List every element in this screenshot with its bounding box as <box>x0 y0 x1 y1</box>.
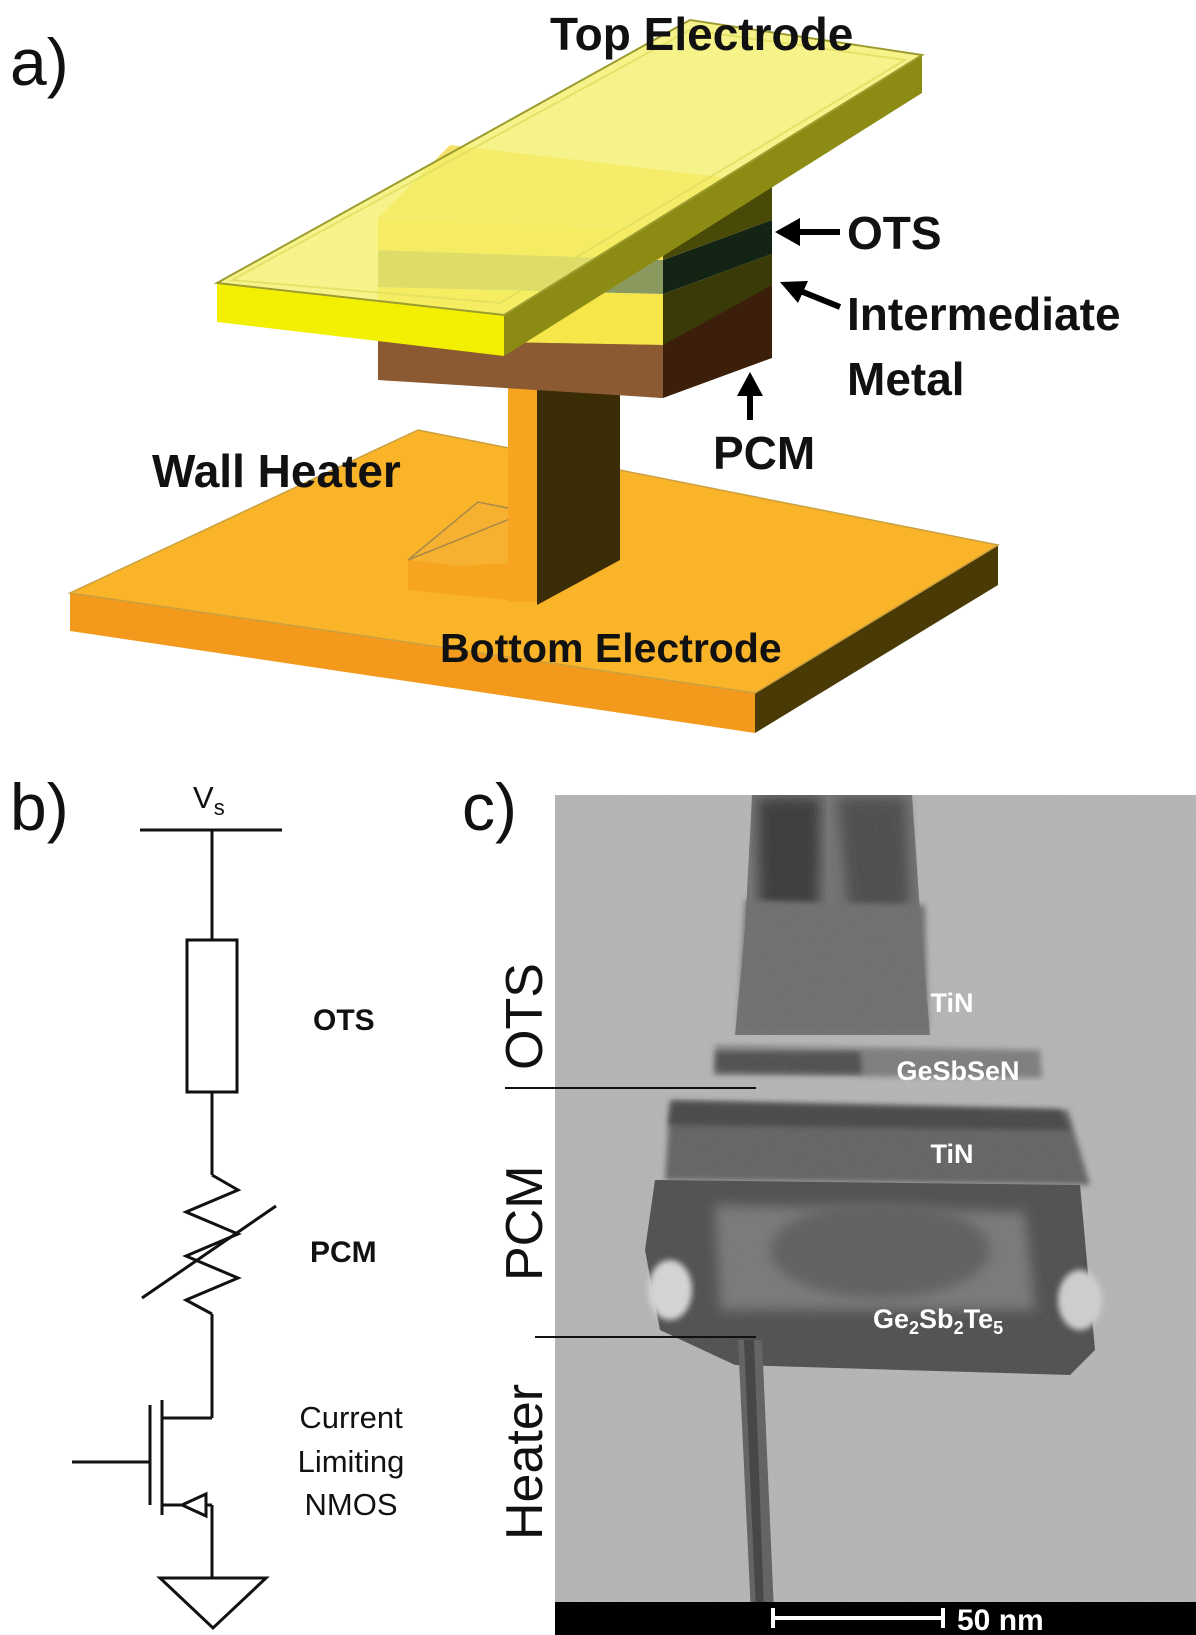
ground-symbol <box>156 1576 270 1631</box>
nmos-label-line1: Current <box>299 1400 403 1435</box>
label-intermediate: Intermediate <box>847 288 1121 340</box>
circuit-label-ots: OTS <box>313 1004 375 1037</box>
label-metal: Metal <box>847 353 965 405</box>
tem-image <box>555 795 1196 1635</box>
label-pcm: PCM <box>713 427 815 479</box>
wall-heater <box>407 380 620 605</box>
panel-a-letter: a) <box>10 25 69 99</box>
side-label-pcm: PCM <box>496 1165 554 1281</box>
layer-label-gesbsen: GeSbSeN <box>896 1056 1019 1086</box>
arrow-intermediate-metal <box>780 281 842 310</box>
circuit-label-pcm: PCM <box>310 1236 377 1269</box>
side-label-ots: OTS <box>496 963 554 1070</box>
layer-label-gst: Ge2Sb2Te5 <box>873 1304 1003 1338</box>
label-bottom-electrode: Bottom Electrode <box>440 625 782 671</box>
nmos-label-line3: NMOS <box>305 1487 398 1522</box>
panel-c-letter: c) <box>462 770 517 844</box>
circuit-schematic <box>72 828 282 1631</box>
ots-resistor-symbol <box>185 938 239 1094</box>
supply-label: Vs <box>193 780 225 820</box>
layer-label-tin-top: TiN <box>930 988 973 1018</box>
top-electrode <box>213 18 925 356</box>
nmos-arrow <box>178 1491 208 1519</box>
label-wall-heater: Wall Heater <box>152 445 401 497</box>
pcm-resistor-symbol <box>182 1173 242 1316</box>
nmos-label-line2: Limiting <box>298 1444 405 1479</box>
scale-bar <box>771 1608 945 1628</box>
panel-b: b) Vs OTS PCM Current Limiting <box>10 770 405 1631</box>
side-label-heater: Heater <box>496 1384 554 1540</box>
arrow-pcm <box>737 372 763 420</box>
panel-c: c) <box>462 770 1196 1635</box>
panel-b-letter: b) <box>10 770 69 844</box>
layer-label-tin-mid: TiN <box>930 1139 973 1169</box>
panel-a: a) <box>10 8 1121 733</box>
scale-bar-label: 50 nm <box>957 1604 1044 1635</box>
arrow-ots <box>775 218 840 246</box>
label-top-electrode: Top Electrode <box>550 8 853 60</box>
label-ots: OTS <box>847 207 942 259</box>
